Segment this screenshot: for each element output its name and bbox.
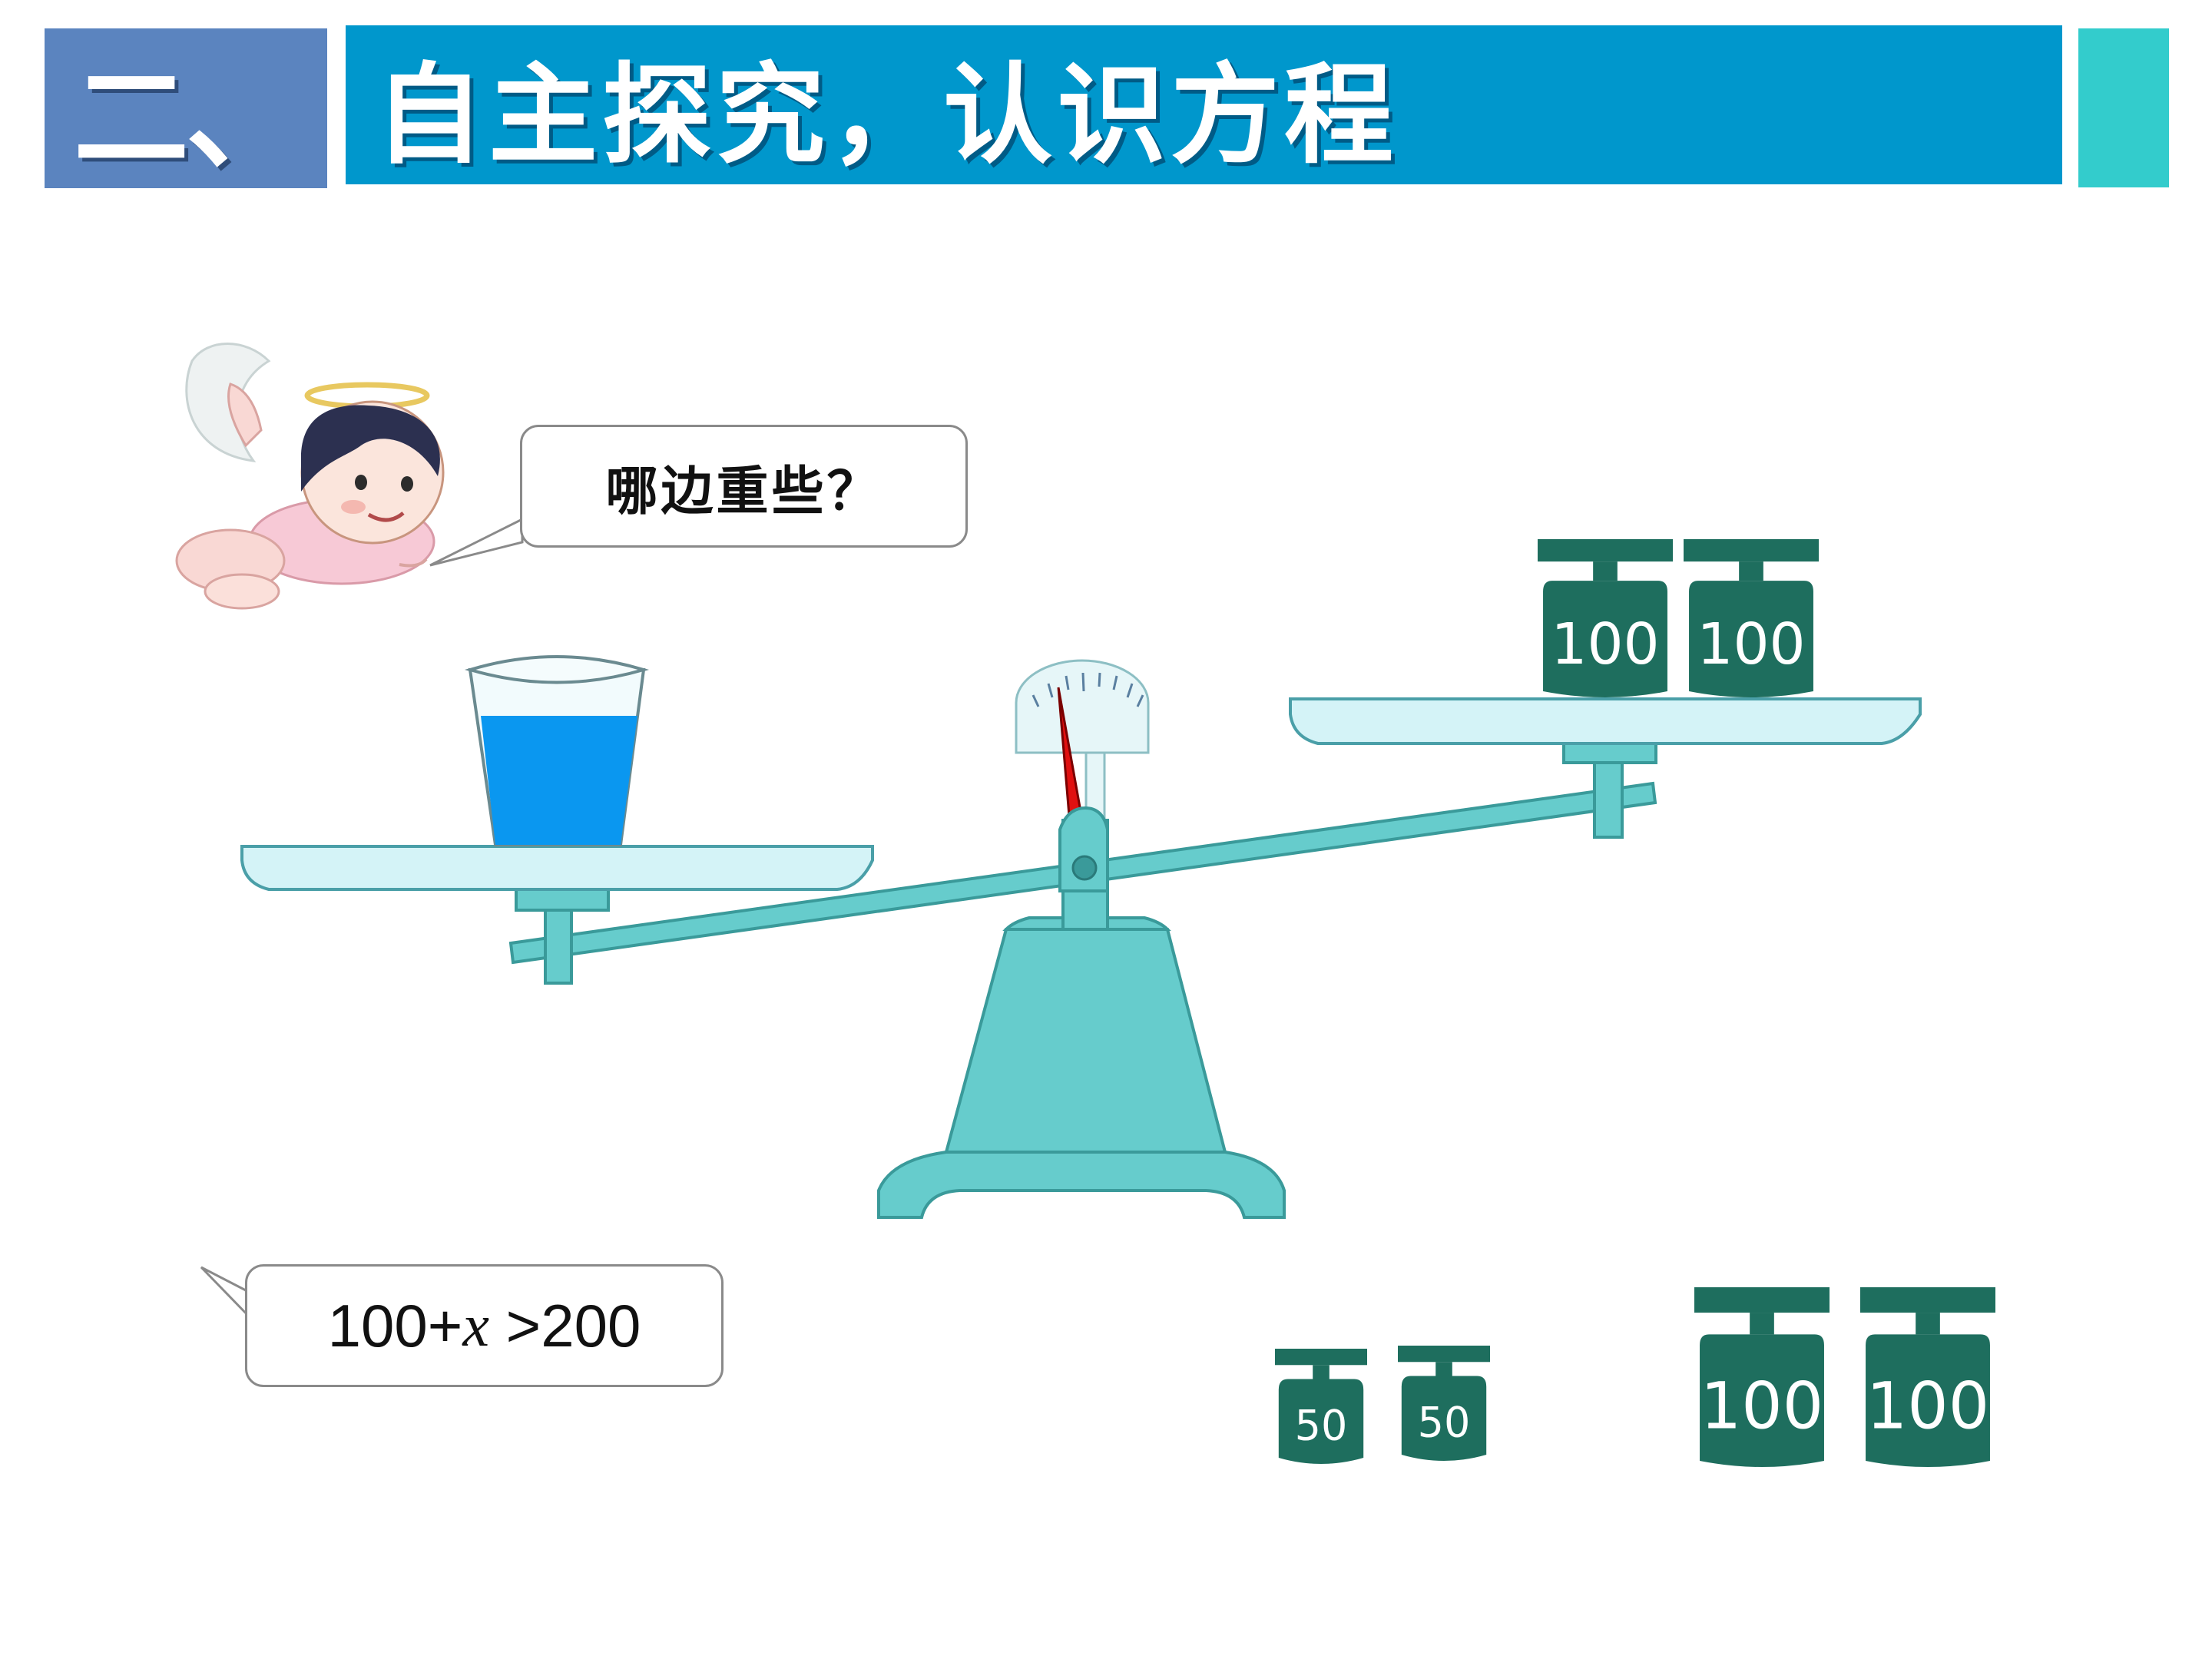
equation-right: >200 bbox=[488, 1291, 641, 1359]
equation-variable: x bbox=[462, 1292, 489, 1359]
question-text: 哪边重些？ bbox=[605, 460, 882, 522]
scale-dial bbox=[1015, 659, 1150, 827]
right-pan bbox=[1289, 697, 1922, 839]
loose-weight-50-2-label: 50 bbox=[1418, 1398, 1471, 1446]
loose-weight-50-1: 50 bbox=[1275, 1349, 1367, 1464]
loose-weight-50-1-label: 50 bbox=[1295, 1401, 1348, 1449]
header-accent-block bbox=[2078, 28, 2169, 187]
section-number: 二、 bbox=[45, 28, 327, 188]
loose-weight-100-1-label: 100 bbox=[1700, 1369, 1823, 1444]
right-pan-weight-2: 100 bbox=[1684, 539, 1819, 697]
angel-icon bbox=[175, 343, 445, 610]
loose-weight-50-2: 50 bbox=[1398, 1346, 1490, 1461]
equation-bubble: 100+x >200 bbox=[245, 1264, 724, 1387]
weights-layer: 100 100 50 50 100 100 bbox=[1275, 539, 1995, 1467]
scale-beam bbox=[508, 781, 1657, 965]
water-cup-icon bbox=[464, 655, 650, 846]
loose-weight-100-2: 100 bbox=[1860, 1287, 1995, 1467]
loose-weight-100-2-label: 100 bbox=[1866, 1369, 1989, 1444]
question-bubble: 哪边重些？ bbox=[520, 425, 968, 548]
page-title: 自主探究，认识方程 bbox=[346, 25, 2062, 184]
right-pan-weight-2-label: 100 bbox=[1697, 611, 1805, 677]
loose-weight-100-1: 100 bbox=[1694, 1287, 1830, 1467]
equation-left: 100+ bbox=[327, 1291, 463, 1359]
question-bubble-tail bbox=[429, 517, 524, 567]
left-pan bbox=[240, 845, 874, 985]
right-pan-weight-1-label: 100 bbox=[1551, 611, 1659, 677]
right-pan-weight-1: 100 bbox=[1538, 539, 1673, 697]
